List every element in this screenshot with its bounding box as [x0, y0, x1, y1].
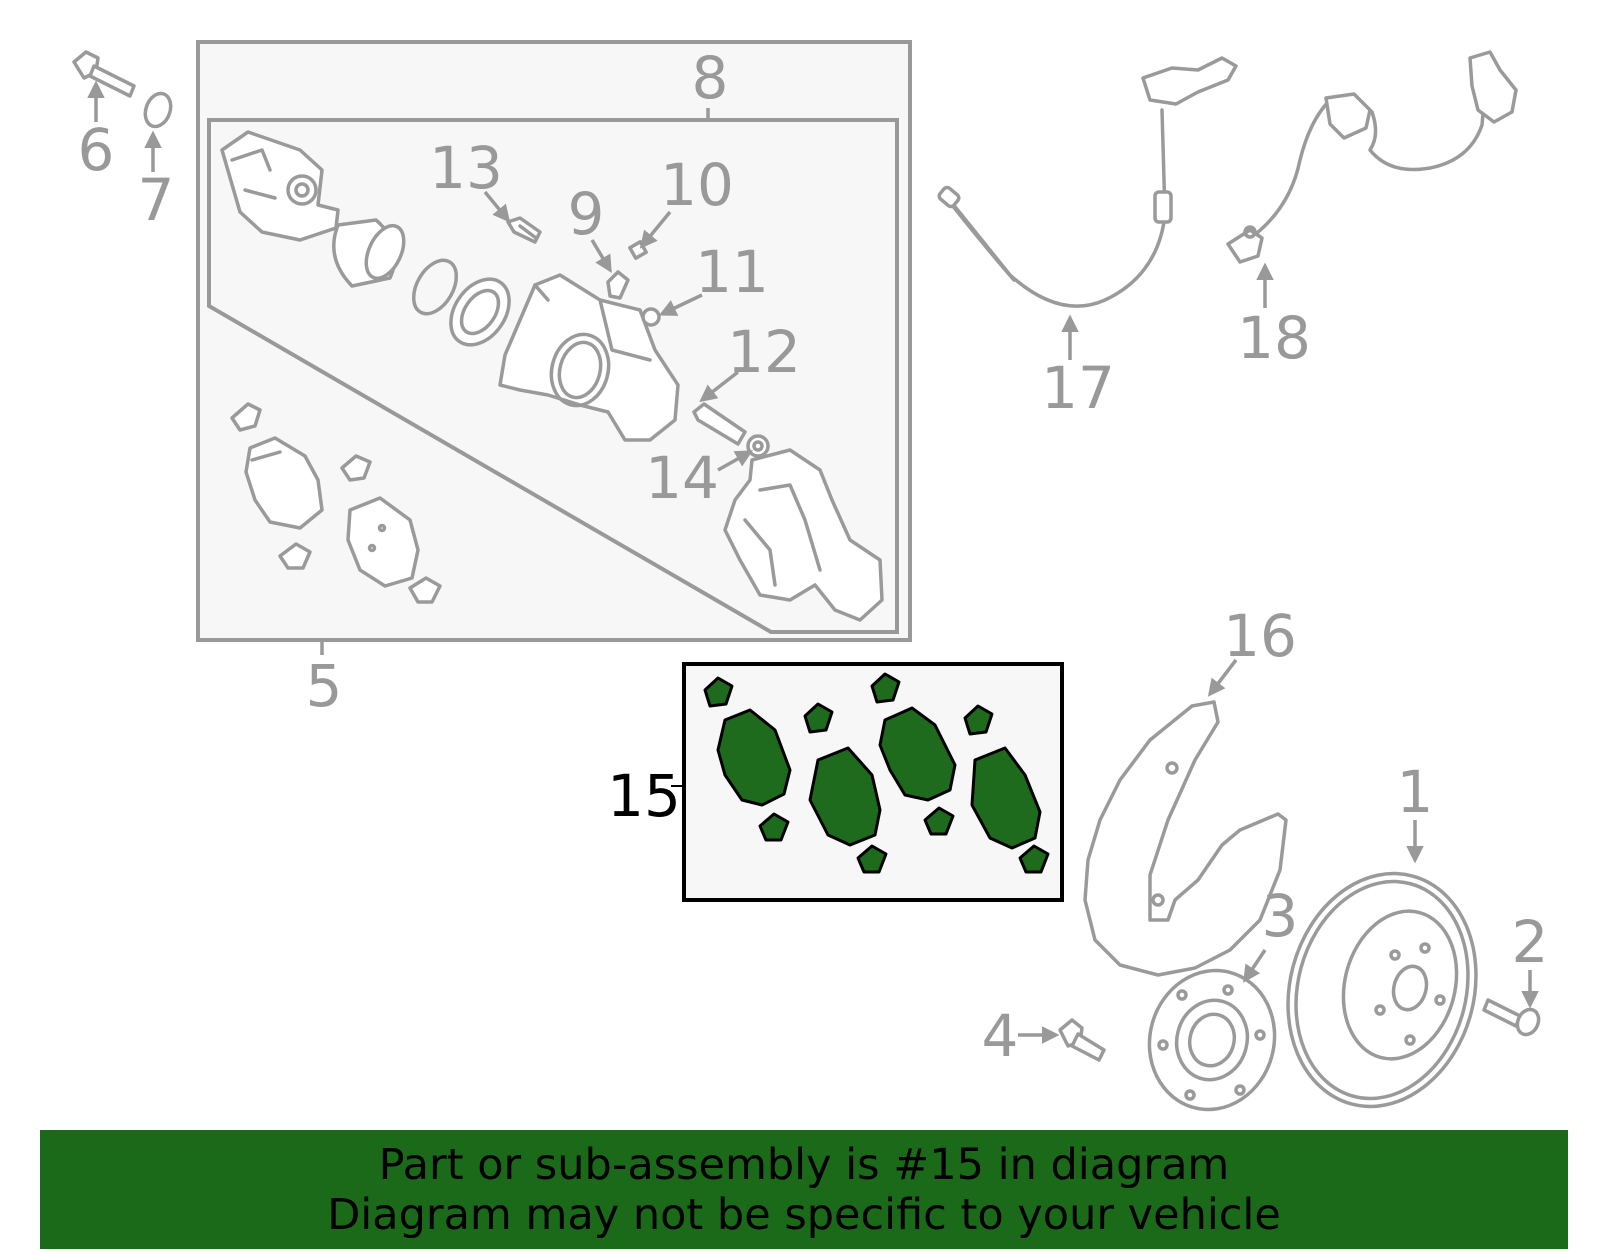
cap-11 — [641, 307, 661, 327]
brake-rotor — [1286, 820, 1478, 1109]
boot-14 — [746, 434, 770, 458]
callout-labels: 1 2 3 4 5 6 7 8 9 10 11 12 13 14 15 16 1… — [78, 44, 1549, 1070]
label-10: 10 — [660, 151, 734, 219]
washer-7 — [143, 91, 173, 172]
label-12: 12 — [727, 318, 801, 386]
caliper-body — [498, 273, 680, 442]
label-11: 11 — [695, 238, 769, 306]
caliper-housing — [220, 130, 340, 242]
label-18: 18 — [1237, 304, 1311, 372]
label-4: 4 — [982, 1002, 1019, 1070]
label-5: 5 — [306, 652, 343, 720]
label-2: 2 — [1512, 908, 1549, 976]
pad-kit-pads — [716, 706, 1042, 850]
label-8: 8 — [692, 44, 729, 112]
bolt-6 — [72, 50, 136, 122]
callout-leaders — [483, 190, 754, 472]
wheel-hub — [1147, 949, 1277, 1112]
bleeder-9 — [606, 270, 630, 300]
label-9: 9 — [568, 180, 605, 248]
info-banner: Part or sub-assembly is #15 in diagram D… — [40, 1130, 1568, 1249]
label-6: 6 — [78, 116, 115, 184]
label-16: 16 — [1223, 602, 1297, 670]
label-15: 15 — [607, 762, 681, 830]
piston-seal — [411, 258, 459, 316]
label-7: 7 — [138, 166, 175, 234]
label-13: 13 — [429, 134, 503, 202]
banner-line-1: Part or sub-assembly is #15 in diagram — [378, 1139, 1230, 1190]
caliper-bracket — [723, 448, 884, 622]
banner-line-2: Diagram may not be specific to your vehi… — [327, 1189, 1281, 1240]
pad-kit-clips — [703, 672, 1050, 874]
label-14: 14 — [645, 444, 719, 512]
label-3: 3 — [1262, 882, 1299, 950]
guide-pin-12 — [692, 402, 747, 446]
label-17: 17 — [1041, 354, 1115, 422]
pad-left — [244, 436, 324, 530]
brake-hose — [937, 56, 1238, 360]
pad-clips — [230, 402, 442, 604]
dust-shield — [1083, 658, 1288, 977]
label-1: 1 — [1397, 758, 1434, 826]
abs-sensor — [1226, 50, 1518, 308]
bolt-4 — [1018, 1018, 1106, 1062]
piston — [332, 218, 406, 288]
bolt-13 — [506, 216, 542, 244]
pad-right — [346, 496, 420, 588]
bolt-2 — [1482, 970, 1541, 1037]
dust-boot — [449, 277, 511, 347]
